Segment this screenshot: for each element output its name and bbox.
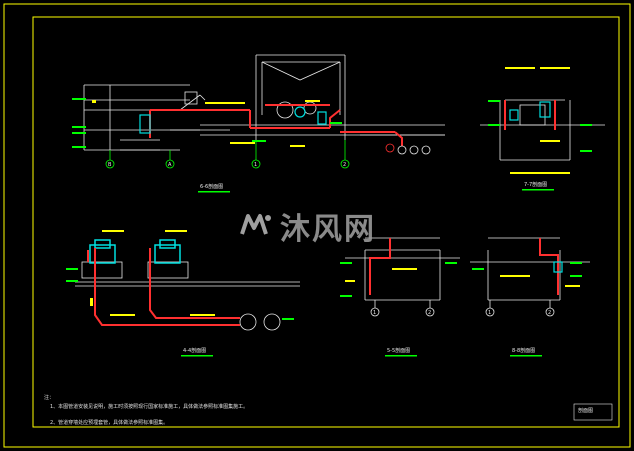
section-4-4-title-underline (181, 355, 213, 357)
axis-label-b: B (108, 162, 112, 168)
section-5-5-axes (370, 307, 435, 317)
section-8-8-yellow (500, 275, 580, 287)
section-4-4-yellow (90, 230, 215, 316)
section-6-6-title-underline (198, 191, 230, 193)
notes-line-2: 2、管道穿墙处应预埋套管，具体做法参照标准图集。 (50, 420, 169, 426)
section-6-6-pipes (149, 104, 403, 146)
section-4-4-pipes (87, 248, 240, 326)
title-block-box (573, 403, 613, 421)
section-6-6-title: 6-6剖面图 (200, 183, 223, 190)
section-4-4-pumps (89, 239, 181, 264)
section-5-5-green (340, 262, 457, 297)
section-5-5-pipes (369, 238, 391, 295)
section-8-8-title-underline (510, 355, 542, 357)
section-7-7-pipes (504, 100, 556, 130)
section-6-6-valves (385, 143, 431, 155)
section-6-6-green (72, 98, 342, 148)
section-5-5-yellow (345, 268, 417, 282)
section-5-5 (345, 237, 460, 308)
section-8-8-pipes (539, 238, 559, 295)
outer-frame (3, 3, 631, 448)
section-6-6-axes (105, 140, 350, 169)
section-4-4-green (66, 268, 294, 320)
section-6-6-yellow (92, 100, 320, 147)
axis-label-5-2: 2 (428, 310, 431, 316)
section-8-8-title: 8-8剖面图 (512, 347, 535, 354)
section-7-7-yellow (505, 67, 570, 174)
axis-label-2: 2 (343, 162, 346, 168)
section-7-7-title: 7-7剖面图 (524, 181, 547, 188)
section-8-8-cyan (553, 261, 563, 273)
section-4-4 (75, 261, 300, 331)
axis-label-a: A (168, 162, 172, 168)
section-4-4-title: 4-4剖面图 (183, 347, 206, 354)
section-8-8-green (472, 262, 582, 277)
inner-frame (32, 16, 620, 428)
section-7-7-cyan (509, 101, 551, 121)
section-5-5-title-underline (385, 355, 417, 357)
section-8-8 (470, 237, 590, 308)
axis-label-5-1: 1 (373, 310, 376, 316)
section-6-6-cyan (139, 106, 327, 134)
section-7-7-title-underline (522, 189, 554, 191)
section-5-5-title: 5-5剖面图 (387, 347, 410, 354)
axis-label-8-2: 2 (548, 310, 551, 316)
notes-line-1: 1、本图管道安装见说明，施工时须按照现行国家标准施工，具体做法参照标准图集施工。 (50, 404, 249, 410)
title-block-name: 剖面图 (578, 407, 593, 414)
watermark-logo-icon (240, 214, 271, 235)
watermark: 沐风网 (238, 204, 376, 248)
axis-label-8-1: 1 (488, 310, 491, 316)
section-6-6 (83, 54, 445, 151)
watermark-text: 沐风网 (280, 212, 376, 247)
notes-heading: 注： (44, 395, 55, 401)
section-7-7-green (488, 100, 592, 152)
axis-label-1: 1 (254, 162, 257, 168)
section-8-8-axes (485, 307, 555, 317)
